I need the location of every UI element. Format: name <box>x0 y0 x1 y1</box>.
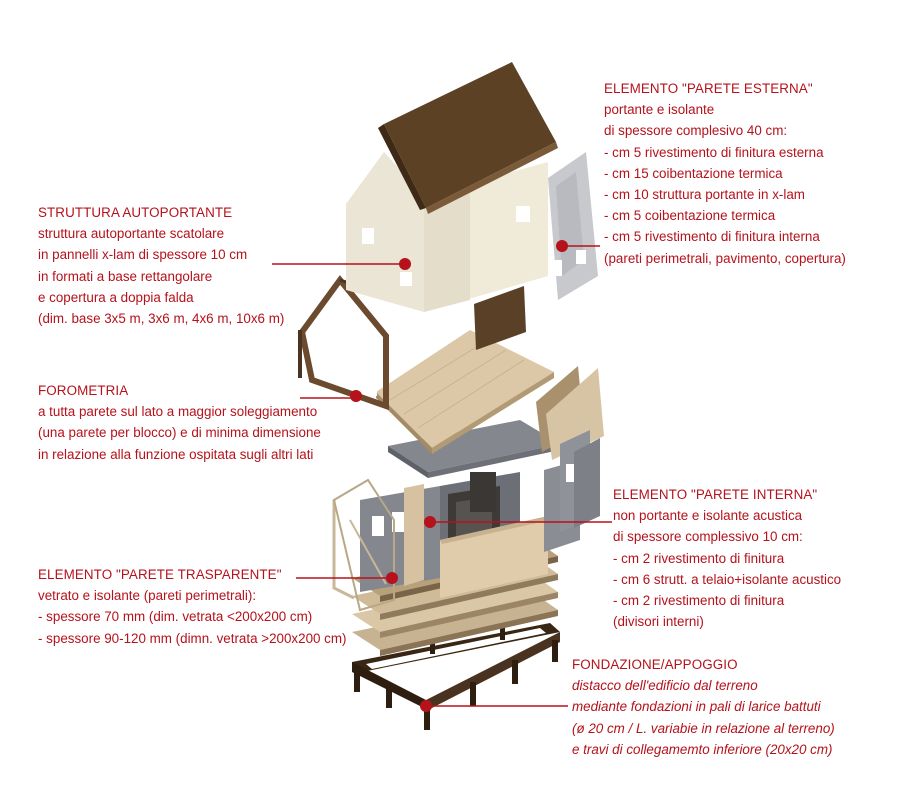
label-line: mediante fondazioni in pali di larice ba… <box>572 699 821 715</box>
dot-parete-trasparente <box>386 572 398 584</box>
label-line: - spessore 90-120 mm (dimn. vetrata >200… <box>38 630 347 646</box>
label-fondazione-title: FONDAZIONE/APPOGGIO <box>572 657 738 672</box>
label-line: distacco dell'edificio dal terreno <box>572 678 758 694</box>
dot-fondazione <box>420 700 432 712</box>
dot-parete-interna <box>424 516 436 528</box>
label-line: struttura autoportante scatolare <box>38 226 225 242</box>
label-struttura: STRUTTURA AUTOPORTANTE struttura autopor… <box>38 202 284 329</box>
label-parete-esterna: ELEMENTO "PARETE ESTERNA" portante e iso… <box>604 78 846 269</box>
label-line: non portante e isolante acustica <box>613 508 803 524</box>
label-line: - cm 5 rivestimento di finitura esterna <box>604 144 824 160</box>
dot-struttura <box>399 258 411 270</box>
label-line: - cm 2 rivestimento di finitura <box>613 550 785 566</box>
label-line: (dim. base 3x5 m, 3x6 m, 4x6 m, 10x6 m) <box>38 311 285 327</box>
label-line: e travi di collegamemto inferiore (20x20… <box>572 741 833 757</box>
dot-parete-esterna <box>556 240 568 252</box>
label-line: (una parete per blocco) e di minima dime… <box>38 425 321 441</box>
label-line: in pannelli x-lam di spessore 10 cm <box>38 247 248 263</box>
label-parete-trasparente-title: ELEMENTO "PARETE TRASPARENTE" <box>38 567 282 582</box>
label-line: - cm 10 struttura portante in x-lam <box>604 187 805 203</box>
dark-wood-panel <box>474 286 526 350</box>
label-parete-esterna-title: ELEMENTO "PARETE ESTERNA" <box>604 81 813 96</box>
label-line: (ø 20 cm / L. variabie in relazione al t… <box>572 720 835 736</box>
label-forometria: FOROMETRIA a tutta parete sul lato a mag… <box>38 380 321 465</box>
dot-forometria <box>350 390 362 402</box>
label-parete-trasparente: ELEMENTO "PARETE TRASPARENTE" vetrato e … <box>38 564 347 649</box>
label-line: portante e isolante <box>604 102 715 118</box>
label-line: - spessore 70 mm (dim. vetrata <200x200 … <box>38 609 313 625</box>
roof-inner-panel <box>376 330 554 454</box>
label-fondazione: FONDAZIONE/APPOGGIO distacco dell'edific… <box>572 654 835 760</box>
label-line: - cm 15 coibentazione termica <box>604 165 783 181</box>
leader-lines <box>272 245 612 707</box>
label-line: di spessore complessivo 10 cm: <box>613 529 803 545</box>
label-parete-interna: ELEMENTO "PARETE INTERNA" non portante e… <box>613 484 841 632</box>
label-line: in formati a base rettangolare <box>38 268 213 284</box>
label-line: - cm 5 rivestimento di finitura interna <box>604 229 820 245</box>
label-line: (pareti perimetrali, pavimento, copertur… <box>604 250 846 266</box>
label-line: a tutta parete sul lato a maggior solegg… <box>38 404 318 420</box>
upper-house <box>346 62 598 312</box>
label-struttura-title: STRUTTURA AUTOPORTANTE <box>38 205 233 220</box>
label-line: in relazione alla funzione ospitata sugl… <box>38 446 314 462</box>
label-line: - cm 6 strutt. a telaio+isolante acustic… <box>613 571 842 587</box>
label-line: vetrato e isolante (pareti perimetrali): <box>38 588 257 604</box>
label-line: - cm 2 rivestimento di finitura <box>613 593 785 609</box>
label-line: (divisori interni) <box>613 614 704 630</box>
ceiling-slab <box>388 420 560 512</box>
label-parete-interna-title: ELEMENTO "PARETE INTERNA" <box>613 487 818 502</box>
leader-dots <box>350 240 568 712</box>
label-line: di spessore complesivo 40 cm: <box>604 123 788 139</box>
label-line: - cm 5 coibentazione termica <box>604 208 776 224</box>
label-forometria-title: FOROMETRIA <box>38 383 129 398</box>
foundation-frame <box>352 623 560 730</box>
label-line: e copertura a doppia falda <box>38 289 194 305</box>
side-panels <box>536 366 604 532</box>
